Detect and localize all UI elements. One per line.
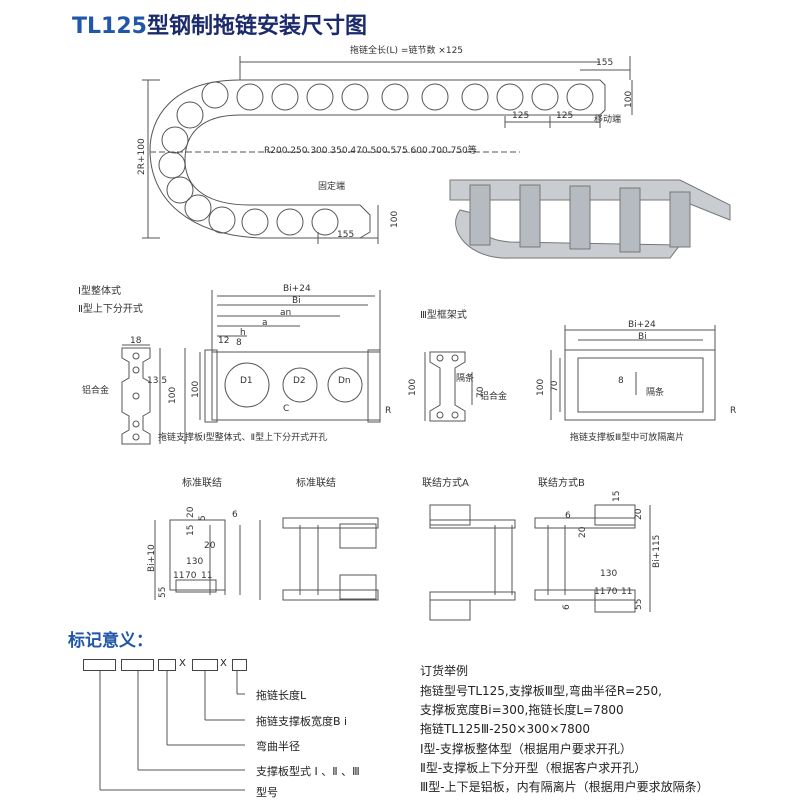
c-label: C xyxy=(283,404,290,414)
connection-method-a: 联结方式A xyxy=(422,478,469,489)
dim-100-top: 100 xyxy=(624,90,634,108)
order-line-4: Ⅰ型-支撑板整体型（根据用户要求开孔） xyxy=(420,742,632,756)
conn-bi-plus-10: Bi+10 xyxy=(147,544,157,572)
bi-right: Bi xyxy=(638,332,647,342)
aluminium-label: 铝合金 xyxy=(82,386,110,396)
order-heading: 订货举例 xyxy=(420,664,469,678)
conn-dim-55b: 55 xyxy=(634,598,644,610)
dim-100-r: 100 xyxy=(536,378,546,396)
dim-13-5: 13.5 xyxy=(147,376,168,386)
caption-type3: 拖链支撑板Ⅲ型中可放隔离片 xyxy=(570,433,685,443)
standard-connection-2: 标准联结 xyxy=(296,478,336,489)
title-model: TL125 xyxy=(72,14,147,39)
title-text: 型钢制拖链安装尺寸图 xyxy=(146,14,367,39)
conn-dim-6b: 6 xyxy=(565,511,571,521)
marking-heading: 标记意义： xyxy=(68,631,153,651)
conn-dim-70b: 70 xyxy=(606,587,618,597)
connection-method-b: 联结方式B xyxy=(538,478,585,489)
conn-dim-11a: 11 xyxy=(173,571,185,581)
r-label: R xyxy=(385,406,392,416)
aluminium-label-2: 铝合金 xyxy=(480,392,508,402)
conn-dim-15a: 15 xyxy=(186,524,196,536)
standard-connection-1: 标准联结 xyxy=(182,478,222,489)
box-plate-type xyxy=(121,659,154,671)
dim-100-left: 100 xyxy=(168,386,178,404)
dim-155-top: 155 xyxy=(596,58,614,68)
dim-100-bottom: 100 xyxy=(390,210,400,228)
fixed-end-label: 固定端 xyxy=(318,182,346,192)
conn-dim-5: 5 xyxy=(198,515,208,521)
conn-dim-20c: 20 xyxy=(634,508,644,520)
conn-bi-plus-115: Bi+115 xyxy=(652,534,662,568)
order-line-2: 支撑板宽度Bi=300,拖链长度L=7800 xyxy=(420,703,624,717)
order-line-6: Ⅲ型-上下是铝板，内有隔离片（根据用户要求放隔条） xyxy=(420,780,709,794)
dim-125-a: 125 xyxy=(512,111,530,121)
conn-dim-11d: 11 xyxy=(621,587,633,597)
height-2r100-label: 2R+100 xyxy=(137,138,147,175)
legend-length: 拖链长度L xyxy=(256,689,307,702)
an: an xyxy=(280,308,292,318)
dn-label: Dn xyxy=(338,376,351,386)
separator-label: 隔条 xyxy=(456,374,475,384)
conn-dim-130: 130 xyxy=(186,557,204,567)
dim-8: 8 xyxy=(236,338,242,348)
radius-list-label: R200.250.300.350.470.500.575.600.700.750… xyxy=(264,146,477,156)
order-line-1: 拖链型号TL125,支撑板Ⅲ型,弯曲半径R=250, xyxy=(420,684,662,698)
conn-dim-130b: 130 xyxy=(600,569,618,579)
page-title: TL125型钢制拖链安装尺寸图 xyxy=(72,8,367,40)
conn-dim-11b: 11 xyxy=(201,571,213,581)
order-line-5: Ⅱ型-支撑板上下分开型（根据客户求开孔） xyxy=(420,761,647,775)
dim-a: a xyxy=(262,318,268,328)
dim-125-b: 125 xyxy=(556,111,574,121)
bi-plus-24-right: Bi+24 xyxy=(628,320,656,330)
d1-label: D1 xyxy=(240,376,253,386)
conn-dim-55: 55 xyxy=(158,586,168,598)
dim-70-r: 70 xyxy=(550,380,560,392)
box-model xyxy=(83,659,116,671)
x-separator-2: X xyxy=(220,658,227,669)
conn-dim-20a: 20 xyxy=(186,506,196,518)
legend-width: 拖链支撑板宽度B i xyxy=(256,715,348,728)
conn-dim-70: 70 xyxy=(185,571,197,581)
type1-label: Ⅰ型整体式 xyxy=(78,286,121,297)
conn-dim-11c: 11 xyxy=(594,587,606,597)
dim-8-right: 8 xyxy=(618,376,624,386)
d2-label: D2 xyxy=(293,376,306,386)
type2-label: Ⅱ型上下分开式 xyxy=(78,304,143,315)
caption-type1-2: 拖链支撑板Ⅰ型整体式、Ⅱ型上下分开式开孔 xyxy=(158,433,328,443)
box-length xyxy=(232,659,247,671)
legend-model: 型号 xyxy=(256,786,278,799)
legend-plate-type: 支撑板型式 Ⅰ 、Ⅱ 、Ⅲ xyxy=(256,765,360,778)
order-line-3: 拖链TL125Ⅲ-250×300×7800 xyxy=(420,722,590,736)
dim-18: 18 xyxy=(130,336,142,346)
dim-12: 12 xyxy=(218,336,230,346)
dim-h: h xyxy=(240,328,246,338)
bi: Bi xyxy=(292,296,301,306)
cable-chain-photo xyxy=(449,179,731,259)
dim-155-bottom: 155 xyxy=(337,230,355,240)
dim-100-h: 100 xyxy=(408,378,418,396)
r-label-right: R xyxy=(730,406,737,416)
x-separator-1: X xyxy=(179,658,186,669)
separator-label-right: 隔条 xyxy=(646,388,665,398)
type3-label: Ⅲ型框架式 xyxy=(420,310,467,321)
conn-dim-15b: 15 xyxy=(612,490,622,502)
dim-100-mid: 100 xyxy=(191,380,201,398)
conn-dim-20b: 20 xyxy=(204,541,216,551)
total-length-label: 拖链全长(L) =链节数 ×125 xyxy=(350,46,464,56)
bi-plus-24: Bi+24 xyxy=(283,284,311,294)
conn-dim-6a: 6 xyxy=(232,510,238,520)
box-width xyxy=(192,659,218,671)
conn-dim-6c: 6 xyxy=(562,604,572,610)
legend-radius: 弯曲半径 xyxy=(256,740,300,753)
conn-dim-20d: 20 xyxy=(578,526,588,538)
box-radius xyxy=(158,659,176,671)
moving-end-label: 移动端 xyxy=(594,115,622,125)
